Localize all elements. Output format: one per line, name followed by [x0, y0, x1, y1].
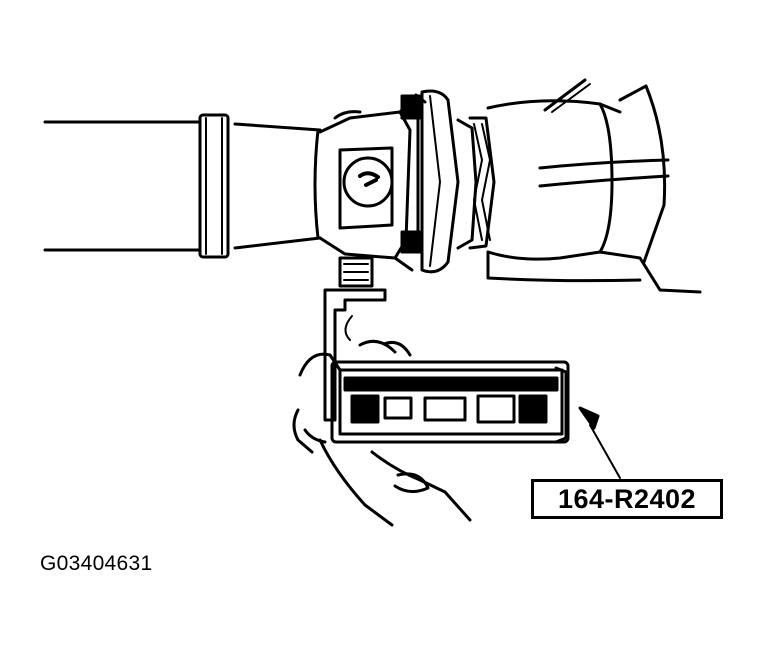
figure-id: G03404631: [40, 552, 153, 575]
callout-label-box: 164-R2402: [531, 479, 723, 519]
hand: [292, 339, 472, 527]
u-joint: [318, 93, 427, 272]
callout-label: 164-R2402: [557, 483, 697, 514]
callout-leader: [578, 406, 621, 479]
driveshaft-tube: [43, 120, 322, 252]
companion-flange: [420, 89, 478, 274]
dial-indicator-stand: [323, 256, 387, 422]
axle-housing: [468, 78, 702, 294]
dial-indicator-gauge: [330, 360, 570, 444]
balance-band: [198, 113, 230, 259]
